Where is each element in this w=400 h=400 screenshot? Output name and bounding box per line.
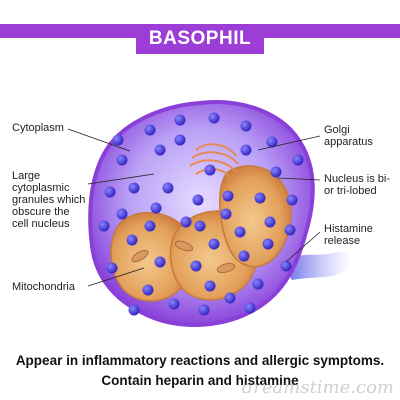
granule <box>194 220 206 232</box>
histamine-plume <box>282 251 352 280</box>
label-nucleus-line2: or tri-lobed <box>324 185 377 197</box>
label-cytoplasm: Cytoplasm <box>12 122 64 134</box>
label-nucleus: Nucleus is bi- or tri-lobed <box>324 173 390 197</box>
granule <box>266 136 278 148</box>
label-golgi-line2: apparatus <box>324 136 373 148</box>
granule <box>238 250 250 262</box>
label-granules-line3: granules which <box>12 194 86 206</box>
granule <box>128 182 140 194</box>
label-granules-line5: cell nucleus <box>12 218 70 230</box>
granule <box>112 134 124 146</box>
granule <box>174 134 186 146</box>
granule <box>264 216 276 228</box>
label-granules-line2: cytoplasmic <box>12 182 70 194</box>
granule <box>128 304 140 316</box>
granule <box>104 186 116 198</box>
label-granules-line4: obscure the <box>12 206 70 218</box>
granule <box>208 238 220 250</box>
granule <box>154 256 166 268</box>
diagram-title: BASOPHIL <box>136 24 264 54</box>
label-mitochondria: Mitochondria <box>12 281 75 293</box>
granule <box>154 144 166 156</box>
granule <box>168 298 180 310</box>
granule <box>252 278 264 290</box>
golgi-apparatus <box>189 143 239 179</box>
label-granules: Large cytoplasmic granules which obscure… <box>12 170 85 230</box>
granule <box>142 284 154 296</box>
granule <box>284 224 296 236</box>
granule <box>292 154 304 166</box>
mitochondria <box>131 240 236 274</box>
granule <box>144 220 156 232</box>
granule <box>270 166 282 178</box>
granule <box>198 304 210 316</box>
granule <box>208 112 220 124</box>
granules <box>98 112 304 316</box>
granule <box>204 164 216 176</box>
granule <box>234 226 246 238</box>
granule <box>190 260 202 272</box>
label-histamine: Histamine release <box>324 223 373 247</box>
caption-line-2: Contain heparin and histamine <box>101 373 299 388</box>
granule <box>262 238 274 250</box>
caption-line-1: Appear in inflammatory reactions and all… <box>15 353 385 368</box>
granule <box>150 202 162 214</box>
granule <box>244 302 256 314</box>
leader-lines <box>67 128 321 287</box>
granule <box>162 182 174 194</box>
granule <box>116 154 128 166</box>
granule <box>144 124 156 136</box>
granule <box>98 220 110 232</box>
watermark: dreamstime.com <box>241 377 394 398</box>
granule <box>240 144 252 156</box>
granule <box>220 208 232 220</box>
granule <box>204 280 216 292</box>
granule <box>106 262 118 274</box>
label-histamine-line1: Histamine <box>324 223 373 235</box>
granule <box>192 194 204 206</box>
granule <box>280 260 292 272</box>
granule <box>240 120 252 132</box>
granule <box>116 208 128 220</box>
granule <box>254 192 266 204</box>
title-banner: BASOPHIL <box>0 0 400 54</box>
label-golgi: Golgi apparatus <box>324 124 373 148</box>
granule <box>174 114 186 126</box>
granule <box>126 234 138 246</box>
granule <box>224 292 236 304</box>
label-golgi-line1: Golgi <box>324 124 350 136</box>
label-histamine-line2: release <box>324 235 361 247</box>
label-nucleus-line1: Nucleus is bi- <box>324 173 391 185</box>
granule <box>286 194 298 206</box>
label-granules-line1: Large <box>12 170 41 182</box>
granule <box>222 190 234 202</box>
granule <box>180 216 192 228</box>
